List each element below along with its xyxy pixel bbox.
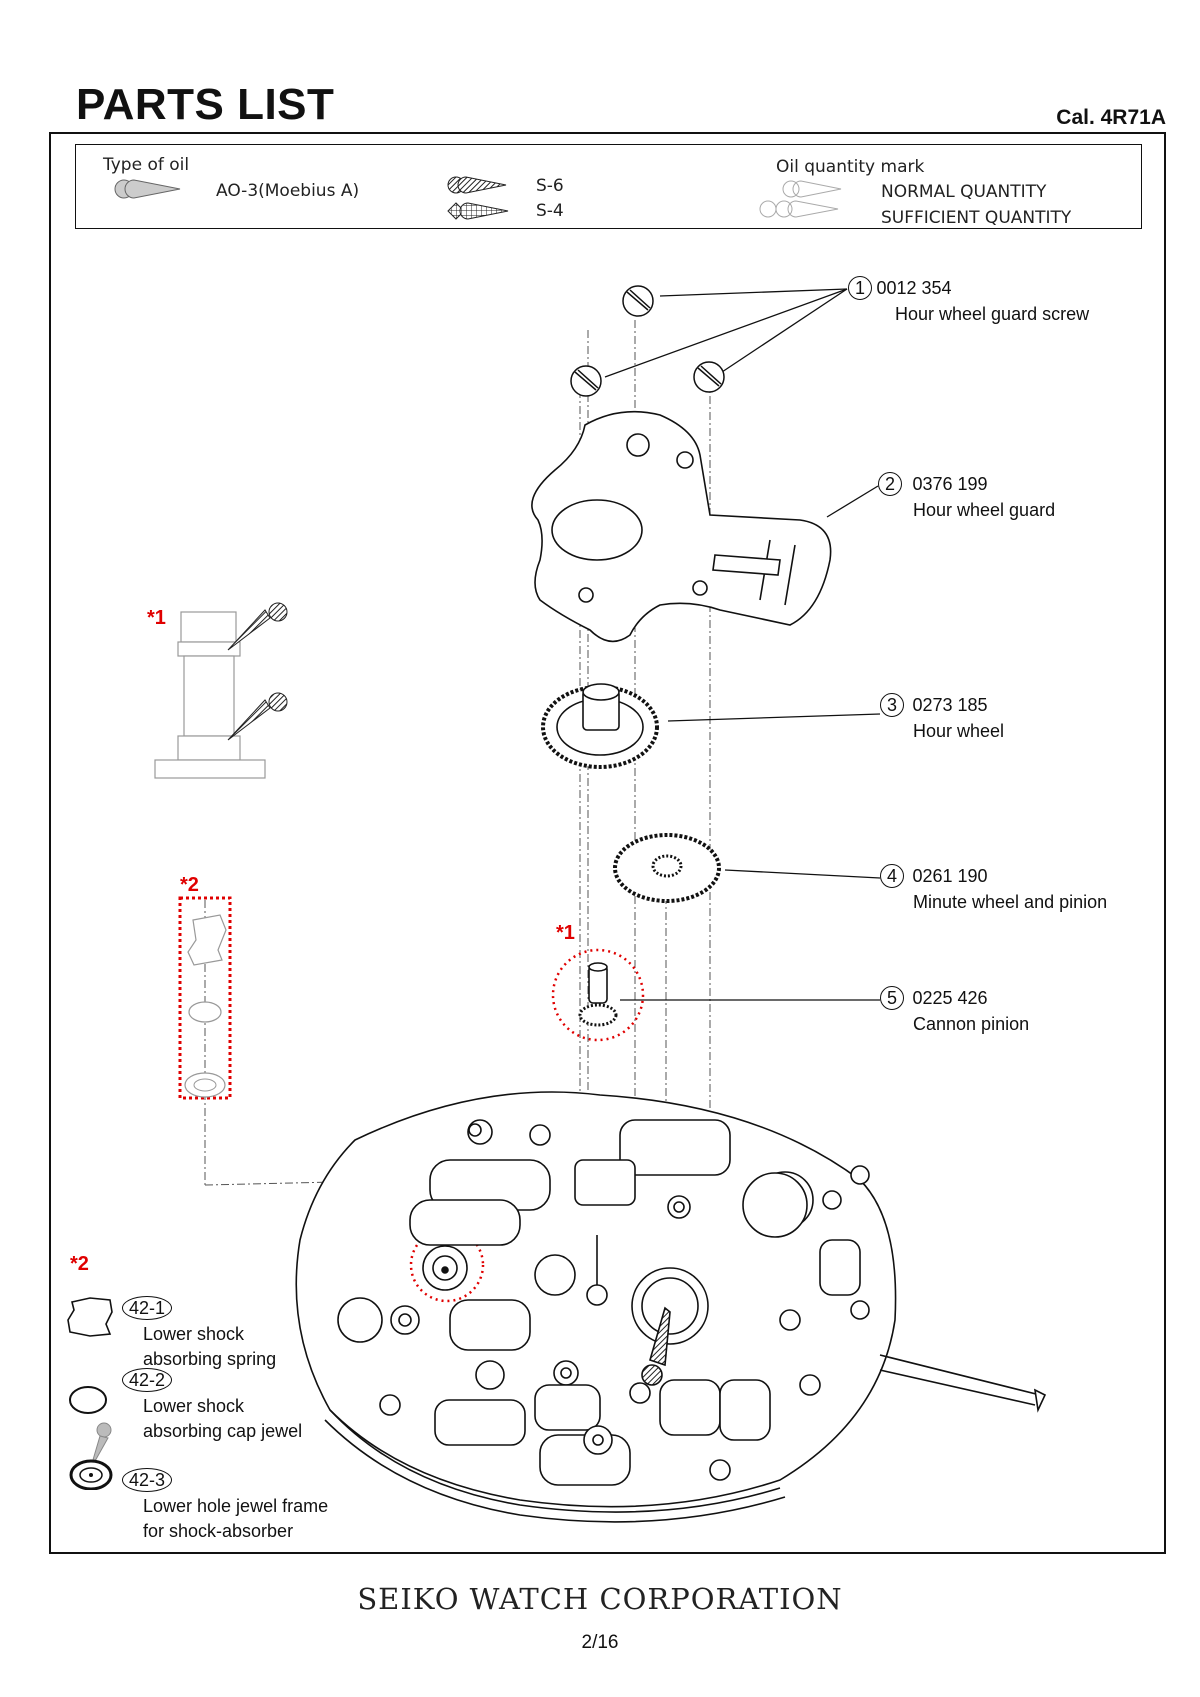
- shock-part-42-1: 42-1: [122, 1296, 173, 1320]
- hour-wheel-guard-drawing: [531, 410, 832, 643]
- quantity-sufficient: SUFFICIENT QUANTITY: [881, 208, 1072, 227]
- shock-part-name: Lower shock absorbing spring: [143, 1322, 276, 1372]
- callout-oval: 42-2: [122, 1368, 173, 1392]
- oil-quantity-icons: [759, 180, 842, 218]
- part-item-1: 1 0012 354: [848, 276, 952, 300]
- callout-number: 3: [880, 693, 904, 717]
- name-line: absorbing cap jewel: [143, 1421, 303, 1441]
- part-name: Hour wheel guard screw: [895, 304, 1090, 324]
- note-mark-2: *2: [180, 874, 199, 896]
- oil-name-s4: S-4: [536, 201, 564, 221]
- name-line: Lower hole jewel frame: [143, 1496, 329, 1516]
- callout-number: 4: [880, 864, 904, 888]
- part-name: Hour wheel: [913, 721, 1005, 741]
- screw-icon: [570, 285, 725, 397]
- name-line: Lower shock: [143, 1396, 245, 1416]
- part-name: Hour wheel guard: [913, 500, 1056, 520]
- cap-jewel-icon: [69, 1386, 107, 1414]
- callout-number: 1: [848, 276, 872, 300]
- part-item-2: 2 0376 199: [878, 472, 988, 496]
- part-number: 0376 199: [912, 474, 988, 494]
- part-number: 0225 426: [912, 988, 988, 1008]
- callout-number: 2: [878, 472, 902, 496]
- part-item-3: 3 0273 185: [880, 693, 988, 717]
- name-line: absorbing spring: [143, 1349, 277, 1369]
- oil-drop-gray-icon: [114, 179, 181, 199]
- shock-parts-icons: [67, 1297, 113, 1490]
- shock-part-name: Lower hole jewel frame for shock-absorbe…: [143, 1494, 328, 1544]
- part-name: Cannon pinion: [913, 1014, 1030, 1034]
- page-number: 2/16: [581, 1632, 619, 1653]
- type-of-oil-label: Type of oil: [103, 155, 190, 175]
- corporation-footer: SEIKO WATCH CORPORATION: [357, 1582, 843, 1616]
- diagram-frame: [49, 132, 1166, 1554]
- shock-part-42-2: 42-2: [122, 1368, 173, 1392]
- shock-part-name: Lower shock absorbing cap jewel: [143, 1394, 302, 1444]
- part-number: 0273 185: [912, 695, 988, 715]
- oil-name-s6: S-6: [536, 176, 564, 196]
- part-name: Minute wheel and pinion: [913, 892, 1108, 912]
- shock-absorber-box: [178, 896, 232, 1100]
- note-mark-1: *1: [147, 607, 166, 629]
- part-number: 0261 190: [912, 866, 988, 886]
- caliber-label: Cal. 4R71A: [1056, 106, 1166, 129]
- name-line: Lower shock: [143, 1324, 245, 1344]
- shock-part-42-3: 42-3: [122, 1468, 173, 1492]
- oil-quantity-label: Oil quantity mark: [776, 157, 925, 177]
- part-number: 0012 354: [876, 278, 952, 298]
- cannon-pinion-drawing: [551, 948, 645, 1042]
- callout-oval: 42-1: [122, 1296, 173, 1320]
- callout-number: 5: [880, 986, 904, 1010]
- hour-wheel-drawing: [541, 683, 659, 769]
- oil-name-ao3: AO-3(Moebius A): [216, 181, 360, 201]
- part-item-5: 5 0225 426: [880, 986, 988, 1010]
- note-mark-1-cannon: *1: [556, 922, 575, 944]
- oil-drop-hatched-icon: [227, 602, 288, 741]
- main-plate-drawing: [295, 1091, 1047, 1523]
- oil-drop-hatched-icon: [447, 176, 509, 220]
- oil-mark-sufficient-icon: [759, 200, 839, 218]
- callout-oval: 42-3: [122, 1468, 173, 1492]
- oil-legend: Type of oil AO-3(Moebius A) S-6 S-4 Oil …: [75, 144, 1142, 229]
- leader-lines: [604, 288, 881, 1001]
- minute-wheel-drawing: [613, 833, 721, 903]
- note-mark-2-detail: *2: [70, 1253, 89, 1275]
- quantity-normal: NORMAL QUANTITY: [881, 182, 1047, 202]
- page-title: PARTS LIST: [76, 80, 335, 129]
- oil-mark-normal-icon: [782, 180, 842, 198]
- name-line: for shock-absorber: [143, 1521, 294, 1541]
- part-item-4: 4 0261 190: [880, 864, 988, 888]
- shock-spring-icon: [67, 1297, 113, 1337]
- oiling-detail-drawing: [154, 611, 266, 779]
